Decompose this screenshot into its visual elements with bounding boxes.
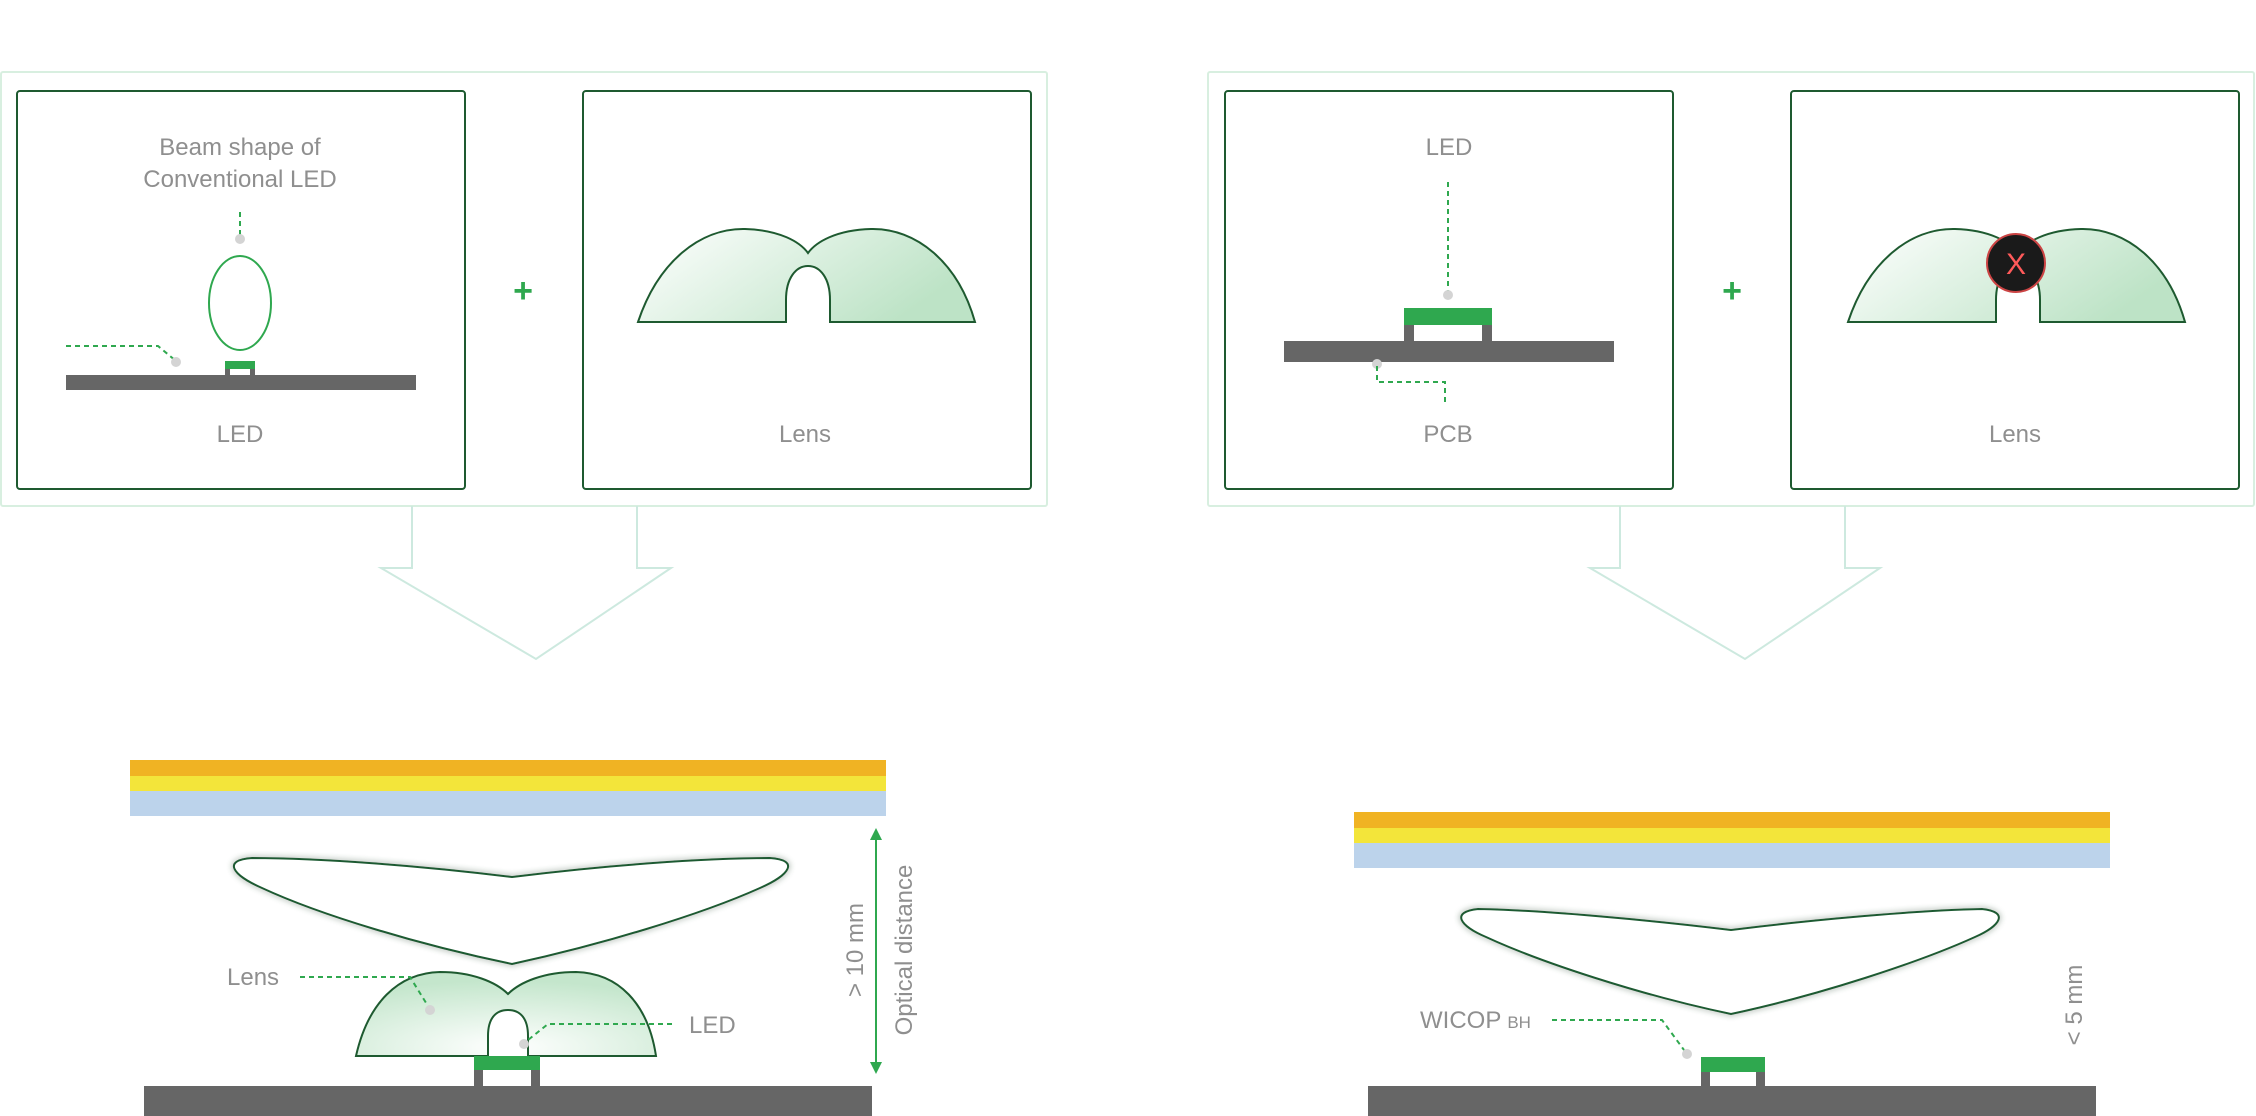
assembly-led-leader-dot (519, 1039, 529, 1049)
wicop-lens-panel: X Lens (1790, 90, 2240, 490)
wicop-leader-dot (1682, 1049, 1692, 1059)
pcb-label: PCB (1423, 421, 1472, 448)
assembly-lens-leader-dot (425, 1005, 435, 1015)
wicop-outer-frame (1207, 71, 2255, 507)
wicop-led-label: LED (1426, 134, 1473, 161)
beam-shape-label-line2: Conventional LED (143, 166, 336, 193)
wicop-pcb-board (1284, 341, 1614, 362)
assembly-led-label: LED (689, 1012, 736, 1039)
conventional-assembly: Lens LED Optical distance > 10 mm (130, 760, 918, 1116)
conventional-top-group: Beam shape of Conventional LED LED + Len… (0, 71, 1048, 507)
assembly-lens-shape (354, 970, 658, 1057)
plus-sign-right: + (1722, 272, 1742, 310)
conventional-down-arrow (377, 506, 675, 661)
lens-label: Lens (779, 421, 831, 448)
lens-shape (636, 227, 977, 323)
wicop-top-group: LED PCB + X Lens (1207, 71, 2255, 507)
distance-conventional-label: > 10 mm (842, 903, 869, 997)
assembly-pcb-board (144, 1086, 872, 1116)
beam-shape-ellipse (208, 255, 272, 351)
led-chip (225, 361, 255, 369)
wicop-assembly-pcb-board (1368, 1086, 2096, 1116)
beam-shape-label-line1: Beam shape of (159, 134, 321, 161)
wicop-led-leader-dot (1443, 290, 1453, 300)
wicop-pcb-leader-line (1376, 366, 1446, 405)
wicop-led-chip (1404, 308, 1492, 325)
wicop-lens-label: Lens (1989, 421, 2041, 448)
pcb-leader-line (66, 345, 177, 362)
conventional-led-panel: Beam shape of Conventional LED LED (16, 90, 466, 490)
wicop-led-panel: LED PCB (1224, 90, 1674, 490)
beam-leader-dot (235, 234, 245, 244)
display-layer-stack-right (1354, 812, 2110, 868)
conventional-lens-panel: Lens (582, 90, 1032, 490)
led-label: LED (217, 421, 264, 448)
not-needed-x-icon (1986, 233, 2046, 293)
plus-sign-left: + (513, 272, 533, 310)
wicop-down-arrow (1586, 506, 1884, 661)
x-mark-text: X (2006, 248, 2026, 281)
assembly-lens-label: Lens (227, 964, 279, 991)
wicop-leader-line (1552, 1019, 1685, 1051)
assembly-led-chip (474, 1056, 540, 1070)
optical-distance-arrow (870, 828, 882, 1074)
display-layer-stack-left (130, 760, 886, 816)
wicop-assembly-chip (1701, 1057, 1765, 1072)
assembly-lens-leader-line (300, 976, 429, 1007)
conventional-outer-frame (0, 71, 1048, 507)
distance-wicop-label: < 5 mm (2061, 965, 2088, 1046)
pcb-board (66, 375, 416, 390)
optical-distance-label: Optical distance (891, 865, 918, 1036)
wicop-pcb-leader-dot (1372, 359, 1382, 369)
pcb-leader-dot (171, 357, 181, 367)
beam-shape-wide-left (232, 856, 790, 966)
beam-shape-wide-right (1460, 907, 2000, 1016)
